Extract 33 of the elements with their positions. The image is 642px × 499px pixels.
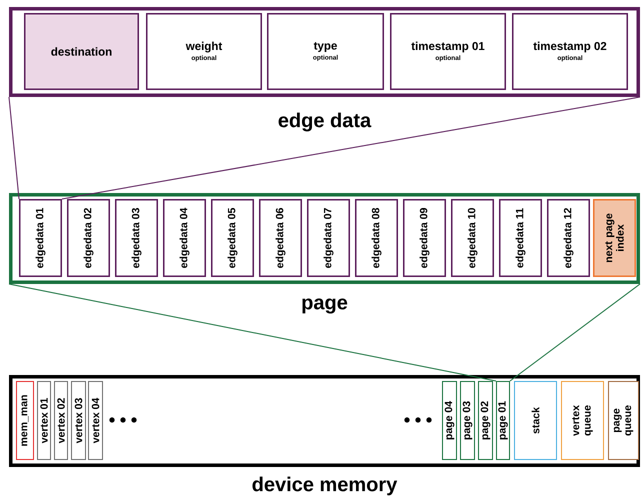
zoom-line — [8, 284, 496, 382]
memory-cell: edgedata 06 — [259, 199, 302, 277]
memory-cell: vertex 04 — [88, 381, 103, 460]
memory-cell: vertex 01 — [37, 381, 51, 460]
memory-cell: edgedata 10 — [451, 199, 494, 277]
memory-cell: page 04 — [442, 381, 457, 460]
zoom-line — [510, 284, 640, 382]
memory-cell: edgedata 02 — [67, 199, 110, 277]
memory-cell: edgedata 04 — [163, 199, 206, 277]
node-label: device memory — [252, 476, 398, 496]
memory-cell: vertex queue — [561, 381, 604, 460]
zoom-line — [62, 96, 640, 200]
memory-cell: vertex 02 — [54, 381, 68, 460]
node-label: edge data — [278, 112, 372, 132]
memory-cell: edgedata 11 — [499, 199, 542, 277]
memory-cell: edgedata 12 — [547, 199, 590, 277]
zoom-line — [8, 96, 20, 200]
memory-cell: next page index — [593, 199, 636, 277]
memory-cell: edgedata 03 — [115, 199, 158, 277]
memory-cell: edgedata 09 — [403, 199, 446, 277]
memory-cell: edgedata 01 — [19, 199, 62, 277]
memory-cell: page 03 — [460, 381, 475, 460]
memory-cell: vertex 03 — [71, 381, 86, 460]
memory-cell: edgedata 08 — [355, 199, 398, 277]
memory-cell: page 01 — [496, 381, 510, 460]
memory-cell: stack — [514, 381, 557, 460]
memory-cell: edgedata 07 — [307, 199, 350, 277]
memory-cell: page 02 — [478, 381, 493, 460]
memory-cell: mem_man — [16, 381, 34, 460]
memory-cell: edgedata 05 — [211, 199, 254, 277]
memory-cell: page queue — [608, 381, 639, 460]
node-label: page — [302, 298, 348, 314]
field-box: destination — [24, 13, 139, 90]
